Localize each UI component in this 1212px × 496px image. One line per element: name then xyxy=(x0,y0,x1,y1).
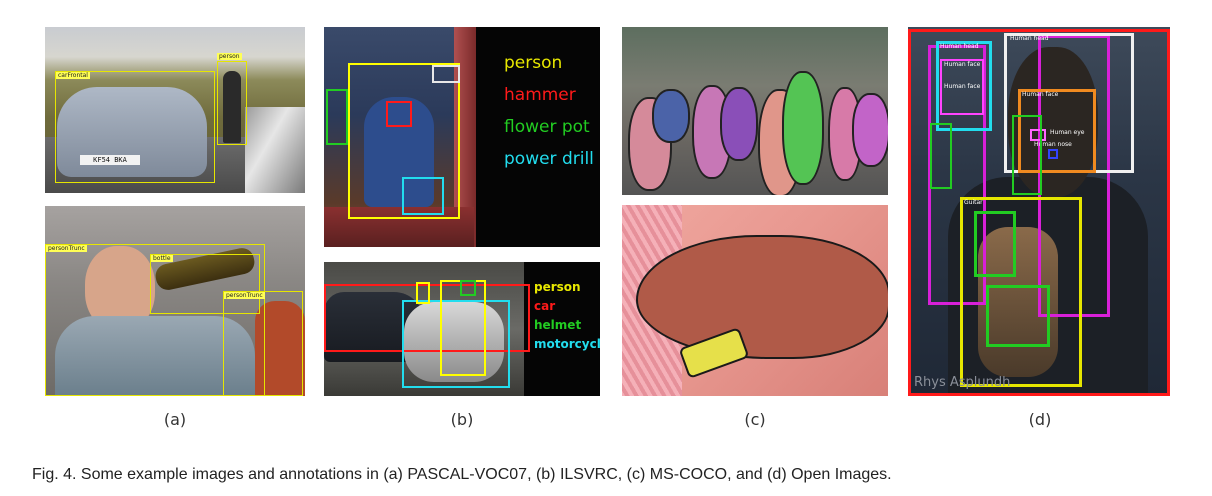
legend-car: car xyxy=(534,299,556,313)
tag-human-face-1: Human face xyxy=(1022,91,1059,98)
bbox-car xyxy=(324,284,530,352)
bbox-bottle xyxy=(150,254,260,314)
tag-human-eye: Human eye xyxy=(1050,129,1085,136)
bbox-person xyxy=(217,61,247,145)
guitar-shape xyxy=(978,227,1058,377)
mask-person-2 xyxy=(652,89,690,143)
bbox-person-trunc-1 xyxy=(45,244,265,396)
bbox-magenta-2 xyxy=(1038,35,1110,317)
photo-a-bottom: personTrunc bottle personTrunc xyxy=(45,206,305,396)
tag-bottle: bottle xyxy=(151,255,173,262)
legend-flower-pot: flower pot xyxy=(504,117,590,137)
tag-human-face-3: Human face xyxy=(944,83,981,90)
bbox-person xyxy=(348,63,460,219)
bbox-guitar xyxy=(960,197,1082,387)
sublabel-d: (d) xyxy=(1028,410,1052,429)
photo-d: Human head Human head Human face Human f… xyxy=(908,27,1170,396)
legend-person: person xyxy=(504,53,563,73)
sublabel-a: (a) xyxy=(163,410,187,429)
sublabel-c: (c) xyxy=(744,410,766,429)
bbox-hand-green-2 xyxy=(986,285,1050,347)
legend-motorcycle: motorcycle xyxy=(534,337,600,351)
tag-human-head-2: Human head xyxy=(1010,35,1049,42)
tag-human-nose: Human nose xyxy=(1034,141,1072,148)
bbox-motorcycle xyxy=(402,300,510,388)
motorcycle-shape xyxy=(404,302,504,382)
bbox-eye xyxy=(1030,129,1046,141)
bbox-person-trunc-2 xyxy=(223,291,303,396)
bbox-flower-pot xyxy=(326,89,348,145)
license-plate: KF54 BKA xyxy=(80,155,140,165)
tag-human-face-2: Human face xyxy=(944,61,981,68)
photo-b-top: person hammer flower pot power drill xyxy=(324,27,600,247)
tag-person-trunc-2: personTrunc xyxy=(224,292,265,299)
panel-b: person hammer flower pot power drill per… xyxy=(320,0,610,440)
person-shape xyxy=(223,71,241,143)
tag-human-head-1: Human head xyxy=(940,43,979,50)
bbox-face-magenta xyxy=(940,59,984,115)
legend-person: person xyxy=(534,280,581,294)
photo-b-bottom: person car helmet motorcycle xyxy=(324,262,600,396)
bbox-nose xyxy=(1048,149,1058,159)
tag-guitar: Guitar xyxy=(964,199,983,206)
bbox-head-cyan xyxy=(936,41,992,131)
photo-c-bottom xyxy=(622,205,888,396)
panel-a: KF54 BKA carFrontal person personTrunc b… xyxy=(0,0,320,440)
bbox-red-outer xyxy=(908,29,1170,396)
tag-person-trunc-1: personTrunc xyxy=(46,245,87,252)
bbox-power-drill xyxy=(402,177,444,215)
bbox-magenta-1 xyxy=(928,45,986,305)
panel-c: (c) xyxy=(610,0,900,440)
legend-helmet: helmet xyxy=(534,318,582,332)
legend-hammer: hammer xyxy=(504,85,576,105)
legend-power-drill: power drill xyxy=(504,149,594,169)
mask-person-8 xyxy=(852,93,888,167)
bbox-white xyxy=(432,65,460,83)
bbox-person-small xyxy=(416,282,430,304)
bbox-helmet xyxy=(460,280,476,296)
figure-caption: Fig. 4. Some example images and annotati… xyxy=(32,466,892,483)
bbox-hammer xyxy=(386,101,412,127)
tag-person: person xyxy=(217,53,242,60)
mask-dog xyxy=(636,235,888,359)
tag-car-frontal: carFrontal xyxy=(56,72,90,79)
second-person xyxy=(255,301,305,396)
bbox-hand-green-1 xyxy=(974,211,1016,277)
mask-person-6 xyxy=(782,71,824,185)
mask-person-4 xyxy=(720,87,758,161)
person-shape xyxy=(364,97,434,207)
watermark: Rhys Asplundh xyxy=(914,375,1011,390)
bbox-face-orange xyxy=(1018,89,1096,173)
bbox-green-1 xyxy=(930,123,952,189)
sublabel-b: (b) xyxy=(450,410,474,429)
bbox-car xyxy=(55,71,215,183)
legend-b-bottom: person car helmet motorcycle xyxy=(534,278,600,354)
bbox-green-2 xyxy=(1012,115,1042,195)
panel-d: Human head Human head Human face Human f… xyxy=(900,0,1180,440)
legend-b-top: person hammer flower pot power drill xyxy=(504,47,594,175)
man-shirt xyxy=(55,316,255,396)
photo-a-top: KF54 BKA carFrontal person xyxy=(45,27,305,193)
photo-c-top xyxy=(622,27,888,195)
